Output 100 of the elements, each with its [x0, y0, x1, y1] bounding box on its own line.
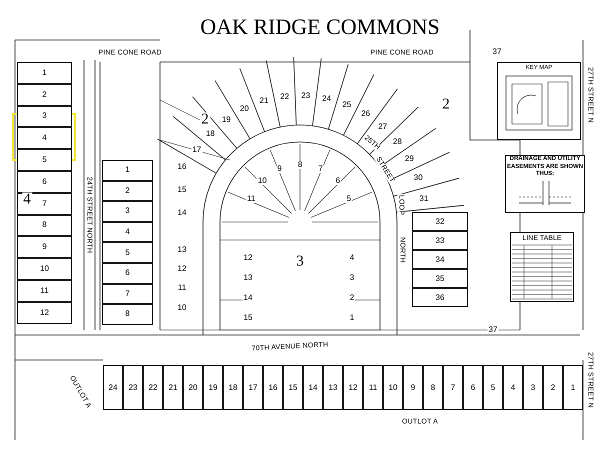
lot-number: 7 — [42, 200, 47, 208]
lot-parcel — [17, 127, 72, 150]
lot-number: 12 — [40, 308, 49, 317]
lot-number: 14 — [242, 294, 254, 302]
lot-parcel — [17, 302, 72, 324]
lot-parcel — [17, 214, 72, 236]
lot-number: 14 — [308, 384, 318, 392]
lot-number: 6 — [334, 177, 342, 186]
lot-number: 10 — [256, 177, 268, 186]
lot-parcel — [102, 160, 153, 181]
lot-parcel — [17, 236, 72, 258]
lot-number: 15 — [242, 314, 254, 322]
lot-number: 13 — [242, 274, 254, 282]
lot-number: 18 — [204, 130, 216, 138]
lot-parcel — [523, 365, 543, 410]
lot-number: 36 — [436, 294, 444, 302]
lot-number: 1 — [42, 68, 47, 77]
lot-number: 2 — [125, 186, 130, 195]
lot-number: 10 — [40, 265, 49, 274]
lot-number: 12 — [176, 265, 188, 273]
lot-number: 8 — [42, 221, 47, 230]
lot-number: 4 — [42, 134, 47, 142]
lot-parcel — [383, 365, 403, 410]
lot-number: 11 — [246, 195, 256, 204]
lot-parcel — [263, 365, 283, 410]
lot-number: 7 — [317, 165, 324, 174]
lot-parcel — [102, 222, 153, 242]
lot-number: 23 — [300, 92, 312, 100]
lot-number: 6 — [42, 178, 47, 186]
lot-number: 15 — [176, 186, 188, 194]
lot-number: 5 — [42, 156, 47, 164]
lot-number: 28 — [392, 138, 403, 146]
lot-parcel — [303, 365, 323, 410]
lot-number: 4 — [348, 254, 356, 262]
lot-number: 15 — [288, 384, 298, 392]
lot-parcel — [102, 180, 153, 202]
lot-parcel — [102, 242, 153, 263]
lot-parcel — [483, 365, 503, 410]
lot-parcel — [412, 250, 468, 269]
lot-number: 4 — [510, 384, 516, 392]
lot-parcel — [123, 365, 143, 410]
lot-number: 11 — [176, 284, 188, 292]
lot-number: 7 — [450, 384, 456, 392]
lot-number: 9 — [410, 384, 416, 392]
lot-number: 19 — [220, 116, 232, 124]
lot-number: 17 — [248, 384, 258, 392]
lot-number: 12 — [242, 254, 254, 262]
lot-parcel — [343, 365, 363, 410]
lot-number: 7 — [125, 290, 130, 298]
lot-number: 13 — [176, 246, 188, 254]
lot-parcel — [17, 106, 72, 128]
lot-parcel — [563, 365, 583, 410]
lot-number: 19 — [208, 384, 218, 392]
lot-number: 16 — [176, 163, 188, 171]
lot-number: 3 — [348, 274, 356, 282]
lot-number: 3 — [530, 384, 536, 392]
lot-parcel — [243, 365, 263, 410]
lot-parcel — [103, 365, 123, 410]
lot-parcel — [363, 365, 383, 410]
lot-number: 30 — [412, 174, 424, 182]
lot-number: 31 — [418, 194, 430, 203]
lot-parcel — [102, 304, 153, 325]
lot-number: 35 — [436, 274, 444, 282]
lot-parcel — [163, 365, 183, 410]
lot-parcel — [102, 263, 153, 284]
lot-parcel — [102, 284, 153, 304]
lot-number: 1 — [348, 314, 356, 322]
lot-number: 25 — [341, 101, 352, 109]
lot-number: 22 — [148, 384, 158, 392]
lot-parcel — [423, 365, 443, 410]
lot-parcel — [403, 365, 423, 410]
lot-number: 1 — [125, 166, 130, 174]
lot-parcel — [543, 365, 563, 410]
lot-parcel — [143, 365, 163, 410]
lot-number: 5 — [490, 384, 496, 392]
lot-number: 32 — [436, 218, 444, 226]
lot-number: 12 — [348, 384, 358, 392]
lot-parcel — [17, 149, 72, 171]
lot-parcel — [102, 201, 153, 222]
lot-parcel — [17, 280, 72, 302]
lot-parcel — [223, 365, 243, 410]
lot-number: 14 — [176, 209, 188, 217]
lot-number: 11 — [368, 384, 378, 392]
lot-number: 6 — [470, 384, 476, 392]
key-map-panel — [497, 62, 581, 140]
lot-parcel — [17, 171, 72, 193]
lot-number: 1 — [570, 384, 576, 392]
lot-number: 9 — [276, 165, 283, 174]
lot-parcel — [17, 62, 72, 84]
lot-parcel — [503, 365, 523, 410]
lot-parcel — [283, 365, 303, 410]
lot-number: 24 — [108, 384, 118, 392]
line-table — [510, 232, 574, 302]
lot-parcel — [463, 365, 483, 410]
lot-parcel — [443, 365, 463, 410]
lot-number: 3 — [125, 207, 130, 216]
lot-number: 22 — [279, 92, 290, 101]
lot-number: 10 — [176, 304, 188, 312]
lot-number: 24 — [321, 94, 332, 103]
lot-parcel — [412, 269, 468, 288]
